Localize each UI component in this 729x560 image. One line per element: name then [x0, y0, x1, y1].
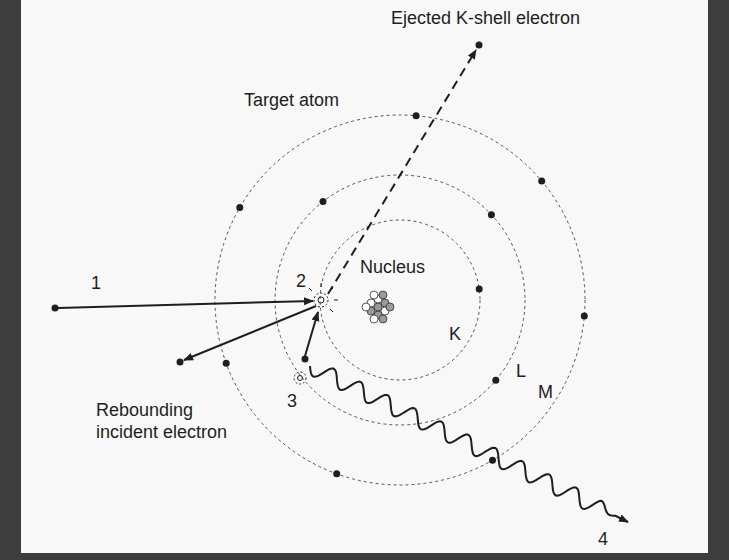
transition-arrow	[305, 312, 318, 356]
collision-vacancy	[304, 283, 338, 312]
xray-photon	[310, 366, 628, 522]
nucleon	[379, 291, 387, 299]
callout-number: 4	[598, 529, 608, 551]
nucleon	[386, 303, 394, 311]
m-shell	[215, 115, 585, 485]
callout-number: 1	[91, 273, 101, 295]
rebound-arrow	[184, 306, 316, 360]
electron-dot	[476, 285, 483, 292]
l-shell	[275, 175, 525, 425]
k-shell	[320, 220, 480, 380]
ejection-arrow	[328, 50, 476, 294]
transition-electron	[302, 356, 309, 363]
electron-dot	[538, 178, 545, 185]
nucleon	[379, 315, 387, 323]
nucleon	[370, 315, 378, 323]
annotation-label: Ejected K-shell electron	[391, 8, 580, 30]
nucleon	[370, 291, 378, 299]
shell-label: M	[538, 382, 553, 404]
nucleus-cluster	[362, 291, 394, 323]
paper-ground	[21, 0, 708, 553]
incident-arrow	[58, 301, 313, 308]
callout-number: 3	[287, 391, 297, 413]
shell-electrons	[223, 112, 588, 477]
electron-dot	[489, 457, 496, 464]
annotation-label: Target atom	[244, 90, 339, 112]
rebounding-electron	[177, 359, 184, 366]
nucleon	[362, 303, 370, 311]
callout-number: 2	[296, 271, 306, 293]
electron-dot	[320, 198, 327, 205]
structure-label: Nucleus	[360, 257, 425, 279]
electron-dot	[488, 211, 495, 218]
electron-dot	[581, 313, 588, 320]
electron-dot	[223, 360, 230, 367]
annotation-label: Rebounding incident electron	[96, 400, 246, 443]
shell-label: L	[516, 361, 526, 383]
electron-dot	[236, 204, 243, 211]
ejected-electron	[476, 42, 483, 49]
shell-label: K	[449, 324, 461, 346]
electron-dot	[492, 377, 499, 384]
l-vacancy	[294, 372, 306, 384]
electron-dot	[413, 112, 420, 119]
electron-dot	[333, 470, 340, 477]
incident-electron	[52, 305, 59, 312]
